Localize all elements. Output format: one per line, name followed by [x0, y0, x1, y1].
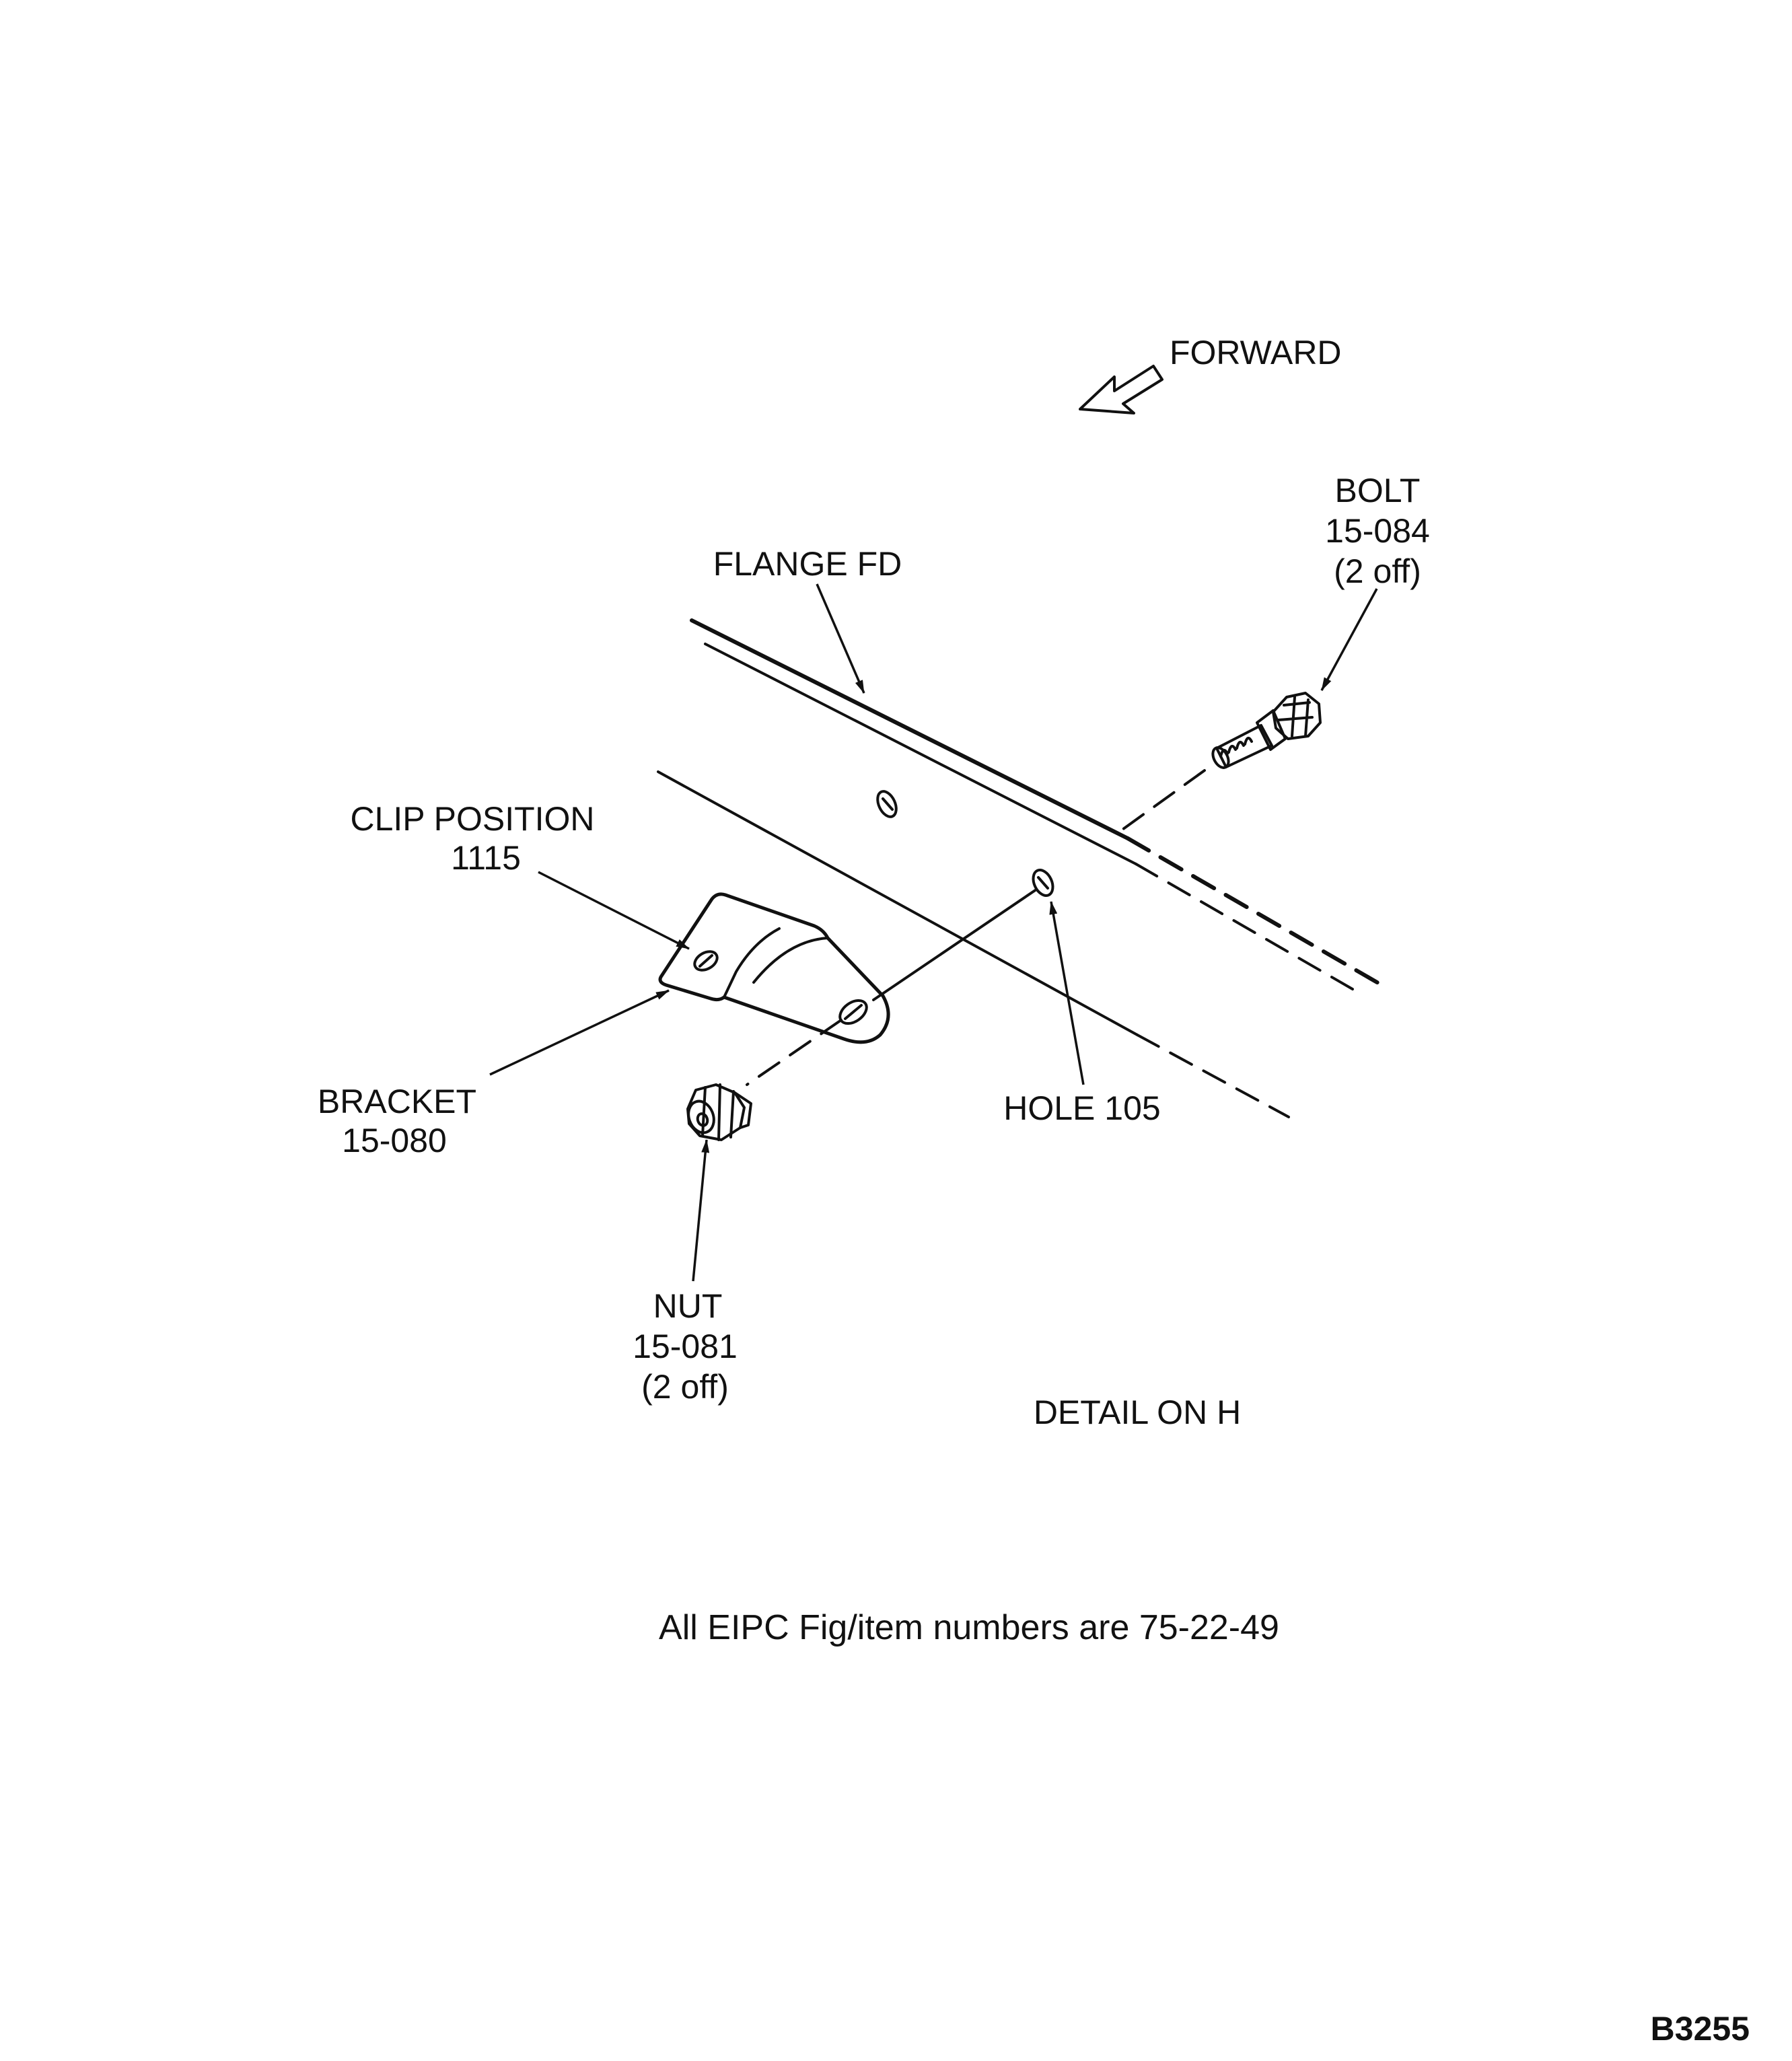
- flange-label: FLANGE FD: [713, 545, 902, 583]
- clip-position-label: CLIP POSITION: [350, 800, 594, 838]
- bolt-part-number: 15-084: [1325, 512, 1430, 550]
- bolt-quantity: (2 off): [1334, 552, 1421, 590]
- nut-centerline: [746, 1019, 843, 1086]
- hole-label: HOLE 105: [1003, 1089, 1160, 1127]
- hole-leader: [1049, 901, 1085, 1085]
- nut-part-number: 15-081: [633, 1328, 738, 1365]
- bolt-leader: [1320, 588, 1378, 691]
- flange-leader: [816, 583, 865, 694]
- bracket-part-number: 15-080: [342, 1122, 447, 1159]
- flange-hole-upper: [876, 790, 898, 818]
- hole-105: [1032, 869, 1054, 897]
- bracket-hole-centerline: [872, 888, 1038, 1001]
- detail-title: DETAIL ON H: [1034, 1394, 1241, 1431]
- forward-label: FORWARD: [1170, 334, 1342, 371]
- bracket-icon: [658, 892, 890, 1044]
- bolt-icon: [1211, 692, 1322, 769]
- clip-position-number: 1115: [451, 839, 521, 877]
- nut-leader: [692, 1139, 710, 1282]
- nut-label: NUT: [653, 1287, 723, 1325]
- eipc-caption: All EIPC Fig/item numbers are 75-22-49: [659, 1608, 1279, 1647]
- bracket-leader: [489, 989, 670, 1076]
- bracket-label: BRACKET: [318, 1083, 476, 1120]
- figure-reference: B3255: [1651, 2010, 1750, 2048]
- nut-quantity: (2 off): [641, 1368, 729, 1406]
- clip-position-leader: [538, 871, 690, 950]
- nut-icon: [686, 1083, 752, 1141]
- bolt-label: BOLT: [1335, 472, 1421, 509]
- forward-arrow-icon: [1079, 365, 1163, 414]
- flange-fd: [657, 618, 1382, 1118]
- bolt-centerline: [1114, 769, 1206, 836]
